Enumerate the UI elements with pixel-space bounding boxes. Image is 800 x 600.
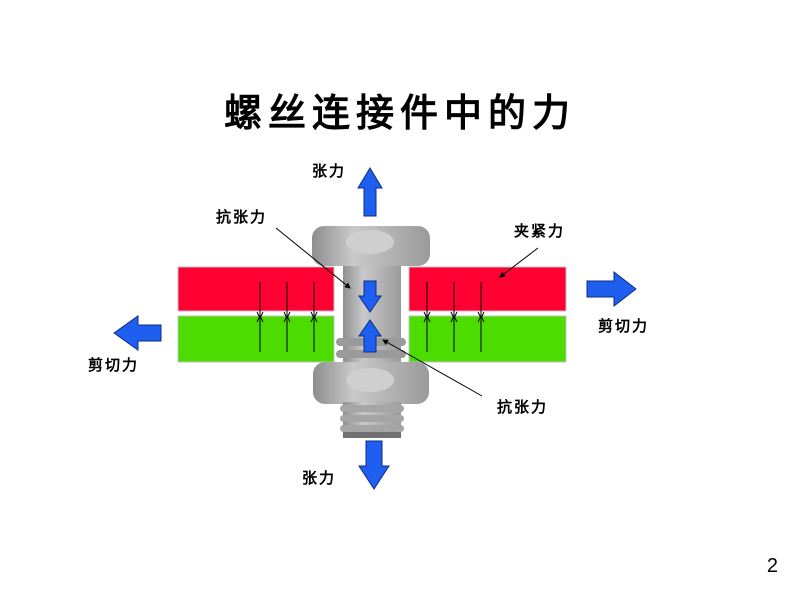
anti-tension-down-arrow	[358, 280, 382, 313]
shear-left-arrow	[113, 315, 162, 351]
bolt-head-highlight	[346, 230, 394, 254]
shear-left-label: 剪切力	[88, 356, 140, 374]
bolt-thread-tail	[340, 402, 404, 438]
anti-tension-top-leader	[275, 227, 351, 289]
shear-right-label: 剪切力	[598, 317, 650, 335]
anti-tension-up-arrow	[358, 319, 382, 353]
lower-left-plate	[177, 315, 335, 363]
page-title: 螺丝连接件中的力	[223, 90, 576, 135]
clamping-ticks-right	[423, 282, 485, 352]
upper-right-plate	[408, 266, 567, 312]
tension-down-arrow	[358, 440, 390, 490]
lower-right-plate	[408, 315, 567, 363]
shear-right-arrow	[586, 270, 637, 308]
tension-up-arrow	[357, 167, 383, 217]
anti-tension-bottom-leader	[382, 339, 483, 397]
clamping-force-label: 夹紧力	[514, 222, 566, 240]
anti-tension-top-label: 抗张力	[216, 208, 268, 226]
page-number: 2	[766, 555, 778, 577]
clamping-ticks-left	[256, 282, 318, 352]
nut-highlight	[346, 368, 394, 392]
tension-top-label: 张力	[312, 162, 347, 180]
tension-bottom-label: 张力	[302, 469, 337, 487]
anti-tension-bottom-label: 抗张力	[497, 398, 549, 416]
upper-left-plate	[177, 266, 335, 312]
clamping-force-leader	[499, 247, 539, 278]
